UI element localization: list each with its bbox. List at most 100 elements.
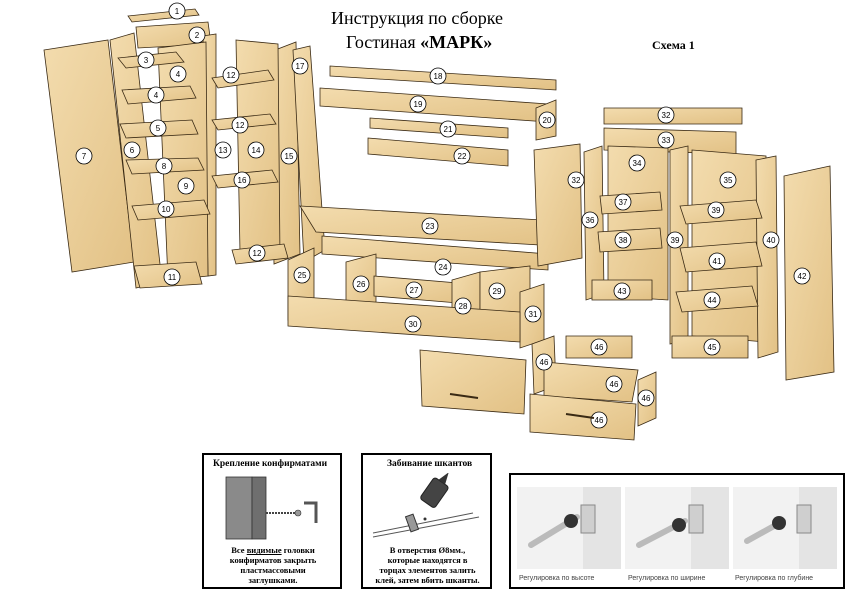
part-label-37: 20 bbox=[538, 111, 556, 129]
part-label-41: 46 bbox=[605, 375, 623, 393]
part-label-circle bbox=[434, 258, 452, 276]
part-label-circle bbox=[409, 95, 427, 113]
hinge-adjustment-photos bbox=[517, 487, 837, 569]
part-label-text: 30 bbox=[409, 320, 418, 329]
dowel-text-line-4: клей, затем вбить шканты. bbox=[375, 575, 480, 585]
part-label-circle bbox=[137, 51, 155, 69]
part-label-circle bbox=[155, 157, 173, 175]
panel-24 bbox=[755, 155, 779, 359]
part-label-33: 21 bbox=[439, 120, 457, 138]
part-label-46: 12 bbox=[231, 116, 249, 134]
part-label-text: 27 bbox=[410, 286, 419, 295]
product-title-prefix: Гостиная bbox=[346, 32, 421, 52]
part-label-4: 4 bbox=[147, 86, 165, 104]
part-label-text: 41 bbox=[713, 257, 722, 266]
instruction-title: Инструкция по сборке bbox=[331, 8, 504, 28]
part-label-text: 43 bbox=[618, 287, 627, 296]
part-label-text: 14 bbox=[252, 146, 261, 155]
part-label-text: 6 bbox=[130, 146, 135, 155]
part-label-20: 24 bbox=[434, 258, 452, 276]
part-label-22: 36 bbox=[581, 211, 599, 229]
part-label-circle bbox=[590, 338, 608, 356]
part-label-16: 31 bbox=[524, 305, 542, 323]
dowel-text-line-1: В отверстия Ø8мм., bbox=[389, 545, 466, 555]
part-label-29: 33 bbox=[657, 131, 675, 149]
part-label-text: 39 bbox=[671, 236, 680, 245]
caption-depth: Регулировка по глубине bbox=[735, 575, 814, 582]
part-label-circle bbox=[657, 106, 675, 124]
part-label-circle bbox=[707, 201, 725, 219]
panel-33 bbox=[369, 117, 509, 139]
part-label-text: 28 bbox=[459, 302, 468, 311]
panel-45 bbox=[533, 143, 583, 267]
part-label-circle bbox=[123, 141, 141, 159]
caption-height: Регулировка по высоте bbox=[519, 575, 595, 582]
part-label-1: 6 bbox=[123, 141, 141, 159]
part-label-text: 45 bbox=[708, 343, 717, 352]
panel-top-7 bbox=[127, 8, 200, 23]
part-label-circle bbox=[429, 67, 447, 85]
part-label-circle bbox=[613, 282, 631, 300]
part-label-circle bbox=[247, 141, 265, 159]
hinge-adjustment-box: Регулировка по высоте Регулировка по шир… bbox=[509, 473, 845, 589]
part-label-text: 21 bbox=[444, 125, 453, 134]
part-label-text: 42 bbox=[798, 272, 807, 281]
part-label-43: 42 bbox=[793, 267, 811, 285]
dowel-box-text: В отверстия Ø8мм., которые находятся в т… bbox=[365, 545, 490, 585]
confirmat-box-text: Все видимые головки конфирматов закрыть … bbox=[206, 545, 340, 585]
part-label-5: 11 bbox=[163, 268, 181, 286]
part-label-46: 37 bbox=[614, 193, 632, 211]
part-label-2: 13 bbox=[214, 141, 232, 159]
confirmat-box-title: Крепление конфирматами bbox=[213, 459, 328, 469]
part-label-28: 32 bbox=[657, 106, 675, 124]
part-label-circle bbox=[439, 120, 457, 138]
part-label-46: 16 bbox=[233, 171, 251, 189]
part-label-circle bbox=[453, 147, 471, 165]
part-label-text: 46 bbox=[540, 358, 549, 367]
part-label-text: 46 bbox=[595, 416, 604, 425]
part-label-text: 46 bbox=[595, 343, 604, 352]
part-label-text: 8 bbox=[162, 162, 167, 171]
part-label-39: 46 bbox=[535, 353, 553, 371]
part-label-26: 45 bbox=[703, 338, 721, 356]
part-label-text: 10 bbox=[162, 205, 171, 214]
part-label-27: 43 bbox=[613, 282, 631, 300]
part-label-15: 27 bbox=[405, 281, 423, 299]
part-label-circle bbox=[703, 338, 721, 356]
part-label-text: 11 bbox=[168, 273, 177, 282]
dowel-text-line-2: которые находятся в bbox=[387, 555, 468, 565]
glue-bottle-illustration bbox=[372, 473, 480, 538]
part-label-circle bbox=[538, 111, 556, 129]
part-label-circle bbox=[169, 65, 187, 83]
part-label-text: 2 bbox=[195, 31, 200, 40]
part-label-text: 33 bbox=[662, 136, 671, 145]
part-label-text: 26 bbox=[357, 280, 366, 289]
part-label-46: 38 bbox=[614, 231, 632, 249]
part-label-circle bbox=[149, 119, 167, 137]
part-label-circle bbox=[637, 389, 655, 407]
part-label-text: 31 bbox=[529, 310, 538, 319]
product-title: Гостиная «МАРК» bbox=[346, 32, 492, 53]
panel-41 bbox=[543, 361, 639, 403]
part-label-circle bbox=[168, 2, 186, 20]
part-label-text: 5 bbox=[156, 124, 161, 133]
part-label-circle bbox=[524, 305, 542, 323]
hinge-photo-width bbox=[625, 487, 729, 569]
part-label-text: 36 bbox=[586, 216, 595, 225]
part-label-circle bbox=[708, 252, 726, 270]
part-label-21: 29 bbox=[488, 282, 506, 300]
part-label-circle bbox=[157, 200, 175, 218]
part-label-circle bbox=[488, 282, 506, 300]
part-label-circle bbox=[605, 375, 623, 393]
part-label-31: 35 bbox=[719, 171, 737, 189]
part-label-11: 2 bbox=[188, 26, 206, 44]
part-label-30: 34 bbox=[628, 154, 646, 172]
scheme-label: Схема 1 bbox=[652, 38, 695, 52]
confirmat-text-line-1-content: Все видимые головки bbox=[231, 545, 315, 555]
part-label-text: 12 bbox=[236, 121, 245, 130]
panel-18 bbox=[287, 295, 521, 343]
drawer-handle bbox=[565, 413, 595, 419]
part-label-text: 46 bbox=[642, 394, 651, 403]
part-label-text: 3 bbox=[144, 56, 149, 65]
